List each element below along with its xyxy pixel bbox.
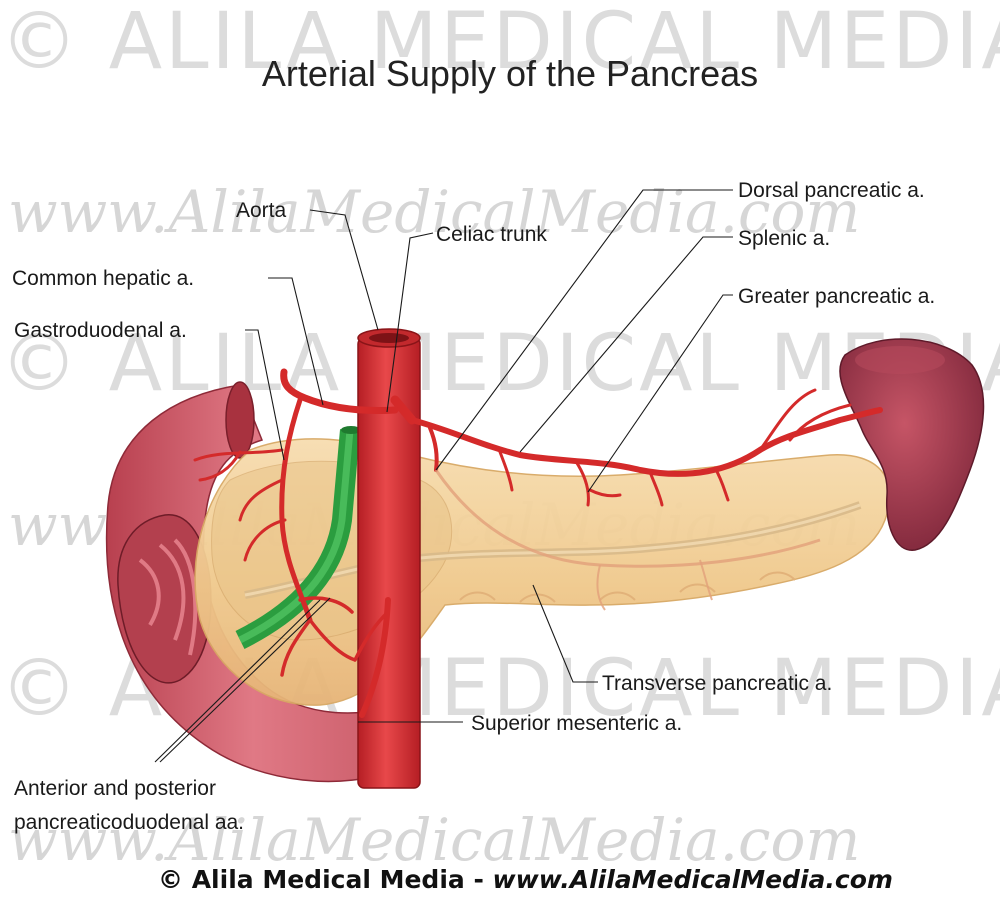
leader-lines — [154, 189, 733, 763]
footer-credit: © Alila Medical Media - www.AlilaMedical… — [158, 865, 893, 894]
aorta — [357, 337, 421, 789]
label-gastroduodenal: Gastroduodenal a. — [14, 319, 187, 342]
labels: Aorta Celiac trunk Common hepatic a. Gas… — [12, 179, 935, 834]
label-transverse-pancreatic: Transverse pancreatic a. — [602, 672, 832, 695]
leader-greater-pancreatic — [587, 294, 733, 493]
label-pancreaticoduodenal-line2: pancreaticoduodenal aa. — [14, 811, 244, 834]
leader-aorta — [309, 209, 379, 331]
leader-pancreaticoduodenal-2 — [159, 597, 331, 763]
leader-celiac-trunk — [386, 232, 434, 413]
leader-dorsal-pancreatic — [435, 189, 733, 471]
label-pancreaticoduodenal-line1: Anterior and posterior — [14, 777, 216, 800]
label-greater-pancreatic: Greater pancreatic a. — [738, 285, 935, 308]
label-aorta: Aorta — [236, 199, 287, 222]
diagram-title: Arterial Supply of the Pancreas — [262, 53, 758, 94]
label-celiac-trunk: Celiac trunk — [436, 223, 547, 246]
watermark-caps-1: © ALILA MEDICAL MEDIA — [0, 0, 1000, 87]
watermark-caps-2: © ALILA MEDICAL MEDIA — [0, 319, 1000, 409]
leader-common-hepatic — [268, 277, 324, 406]
leader-gastroduodenal — [245, 329, 285, 461]
label-splenic: Splenic a. — [738, 227, 830, 250]
spleen — [839, 338, 985, 551]
label-dorsal-pancreatic: Dorsal pancreatic a. — [738, 179, 925, 202]
footer-copyright: © Alila Medical Media - — [158, 865, 493, 894]
anatomy-illustration — [105, 328, 985, 789]
watermark-script-3: www.AlilaMedicalMedia.com — [8, 806, 860, 874]
leader-splenic — [519, 236, 733, 453]
watermark-script-1: www.AlilaMedicalMedia.com — [8, 178, 860, 246]
leader-transverse-pancreatic — [532, 584, 598, 683]
footer-url: www.AlilaMedicalMedia.com — [493, 865, 893, 894]
label-common-hepatic: Common hepatic a. — [12, 267, 194, 290]
duodenum-upper-opening — [225, 381, 255, 459]
label-superior-mesenteric: Superior mesenteric a. — [471, 712, 682, 735]
arterial-tree — [193, 368, 883, 718]
leader-pancreaticoduodenal-1 — [154, 599, 321, 763]
